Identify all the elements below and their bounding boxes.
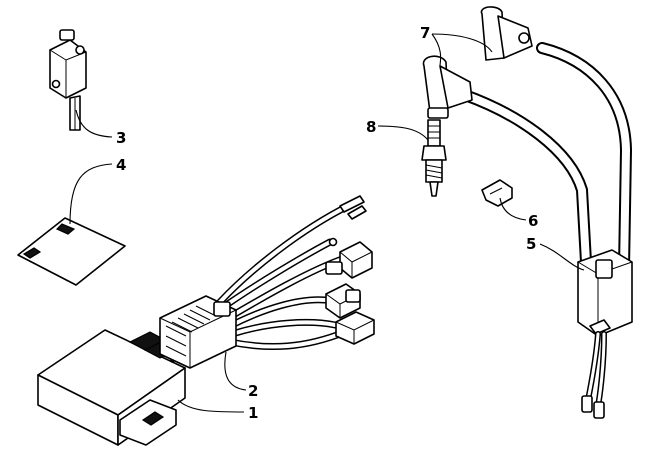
callout-6: 6 bbox=[528, 212, 538, 230]
leader-7a bbox=[431, 33, 493, 53]
leader-4 bbox=[69, 163, 113, 225]
rectifier-regulator bbox=[49, 29, 87, 131]
callout-1: 1 bbox=[248, 404, 258, 422]
wiring-harness bbox=[159, 195, 375, 369]
leader-6 bbox=[499, 197, 527, 221]
ignition-coil-assembly bbox=[422, 6, 633, 419]
callouts: 1 2 3 4 5 6 7 8 bbox=[116, 24, 538, 422]
clip bbox=[481, 179, 513, 207]
leader-5 bbox=[539, 243, 585, 271]
callout-3: 3 bbox=[116, 129, 126, 147]
leader-8 bbox=[377, 125, 429, 141]
decal-sheet bbox=[17, 217, 126, 286]
callout-8: 8 bbox=[366, 118, 376, 136]
leader-3 bbox=[75, 109, 113, 138]
callout-5: 5 bbox=[526, 235, 536, 253]
callout-2: 2 bbox=[248, 382, 258, 400]
leader-lines bbox=[69, 33, 585, 413]
spark-plug bbox=[421, 119, 447, 197]
leader-7b bbox=[431, 33, 442, 67]
callout-4: 4 bbox=[116, 156, 126, 174]
callout-7: 7 bbox=[420, 24, 430, 42]
leader-2 bbox=[224, 351, 247, 391]
leader-1 bbox=[177, 399, 245, 413]
